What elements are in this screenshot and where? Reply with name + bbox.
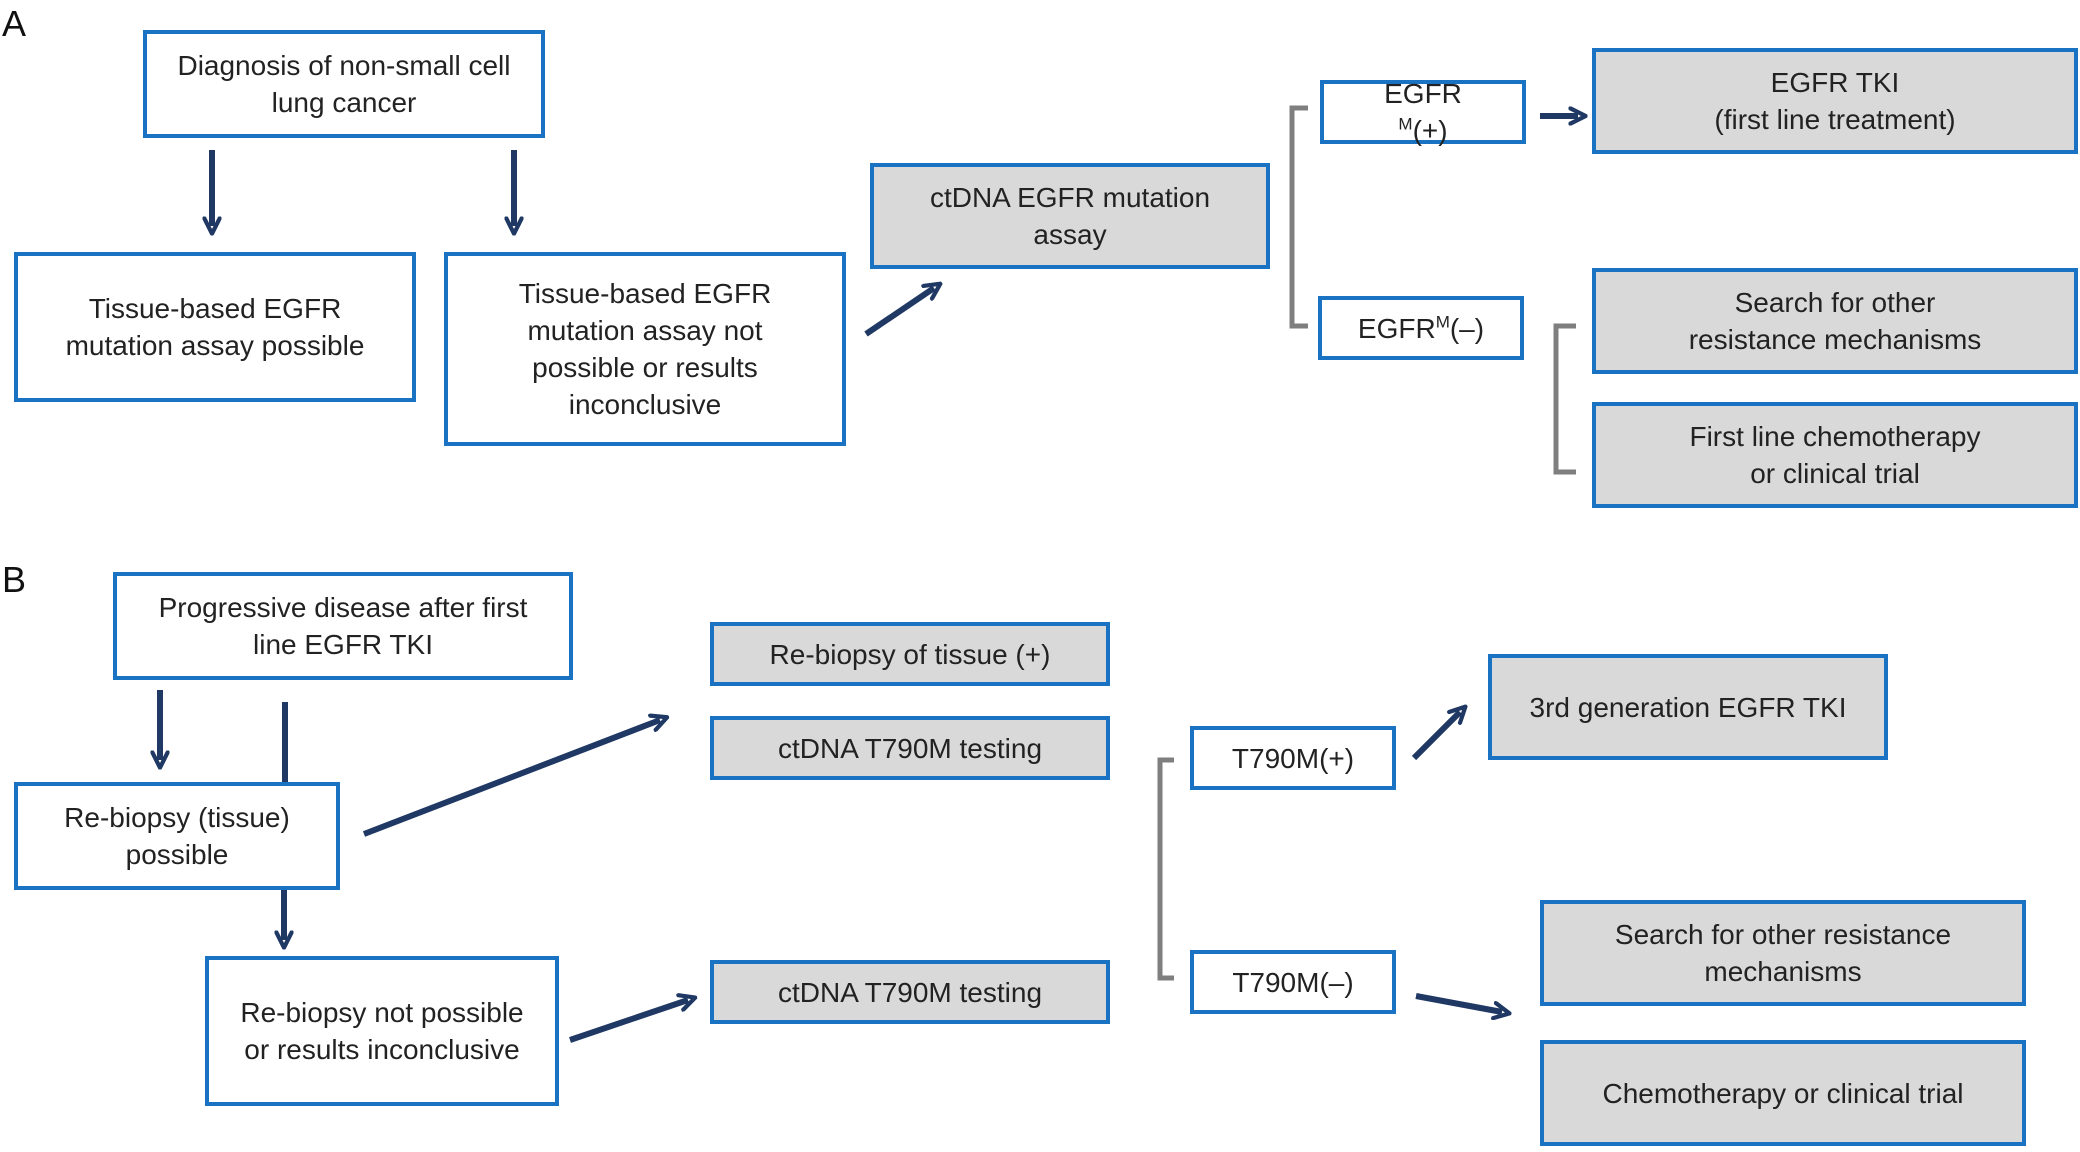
chemo-clinical-trial-box: Chemotherapy or clinical trial — [1540, 1040, 2026, 1146]
egfr-negative-box: EGFRM(–) — [1318, 296, 1524, 360]
ctdna-t790m-top-box: ctDNA T790M testing — [710, 716, 1110, 780]
bracket-egfr-results — [1289, 105, 1308, 329]
t790m-negative-box: T790M(–) — [1190, 950, 1396, 1014]
bracket-egfr-neg-outcomes — [1553, 323, 1576, 475]
third-gen-egfr-tki-box: 3rd generation EGFR TKI — [1488, 654, 1888, 760]
arrow-t790m-pos-to-third-gen — [1411, 712, 1460, 761]
arrow-not-possible-to-ctdna-assay — [864, 288, 934, 337]
panel-label-b: B — [2, 559, 27, 600]
rebiopsy-tissue-positive-box: Re-biopsy of tissue (+) — [710, 622, 1110, 686]
arrow-rebiopsy-to-tissue-testing — [362, 720, 660, 837]
panel-label-a: A — [2, 3, 27, 44]
arrow-t790m-neg-to-outcomes — [1415, 993, 1502, 1012]
arrow-not-possible-to-ctdna — [569, 1000, 688, 1043]
bracket-t790m-results — [1157, 757, 1174, 981]
t790m-positive-box: T790M(+) — [1190, 726, 1396, 790]
ctdna-t790m-bottom-box: ctDNA T790M testing — [710, 960, 1110, 1024]
egfr-tki-first-line-box: EGFR TKI(first line treatment) — [1592, 48, 2078, 154]
rebiopsy-possible-box: Re-biopsy (tissue)possible — [14, 782, 340, 890]
